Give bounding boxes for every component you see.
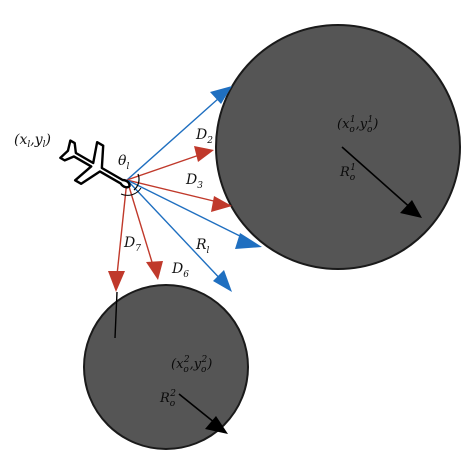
- obstacle-2: [83, 284, 249, 450]
- ray-d7b-arrowhead: [146, 261, 163, 280]
- ray-d7-red: [116, 179, 128, 276]
- obstacle-2-radius-arrow: [178, 393, 228, 434]
- ray-r-blue: [126, 179, 255, 244]
- obstacle-2-radius-label: Ro2: [159, 389, 176, 409]
- ray-1-arrowhead: [210, 86, 232, 104]
- obstacle-1-center-label: (xo1,yo1): [337, 115, 378, 135]
- obstacle-1-radius-label: Ro1: [339, 163, 356, 183]
- ray-d2-arrowhead: [194, 146, 214, 162]
- theta-angle-arc-2: [120, 187, 142, 196]
- d2-label: D2: [195, 127, 213, 146]
- ray-d6-blue: [126, 179, 227, 286]
- ray-d6-arrowhead: [213, 270, 232, 292]
- obstacle-1: [215, 24, 461, 270]
- d6-label: D6: [171, 261, 189, 280]
- ray-r-arrowhead: [235, 233, 262, 249]
- d7-label: D7: [123, 235, 141, 254]
- aircraft-position-label: (xl,yl): [14, 132, 51, 150]
- ray-extension-line: [114, 291, 118, 339]
- sensor-rays: [108, 86, 262, 292]
- r1-label: Rl: [195, 237, 210, 256]
- theta-angle-arc: [133, 173, 140, 191]
- obstacle-1-radius-arrow: [341, 146, 422, 218]
- ray-d7b-red: [126, 179, 156, 273]
- ray-d3-red: [126, 179, 227, 205]
- obstacle-2-center-label: (xo2,yo2): [171, 355, 212, 375]
- theta-label: θl: [118, 153, 129, 172]
- d3-label: D3: [185, 172, 203, 191]
- ray-d2-red: [126, 151, 209, 181]
- ray-d7-arrowhead: [108, 271, 125, 292]
- ray-1-blue: [126, 89, 229, 181]
- airplane-icon: [59, 139, 131, 189]
- ray-d3-arrowhead: [211, 196, 232, 212]
